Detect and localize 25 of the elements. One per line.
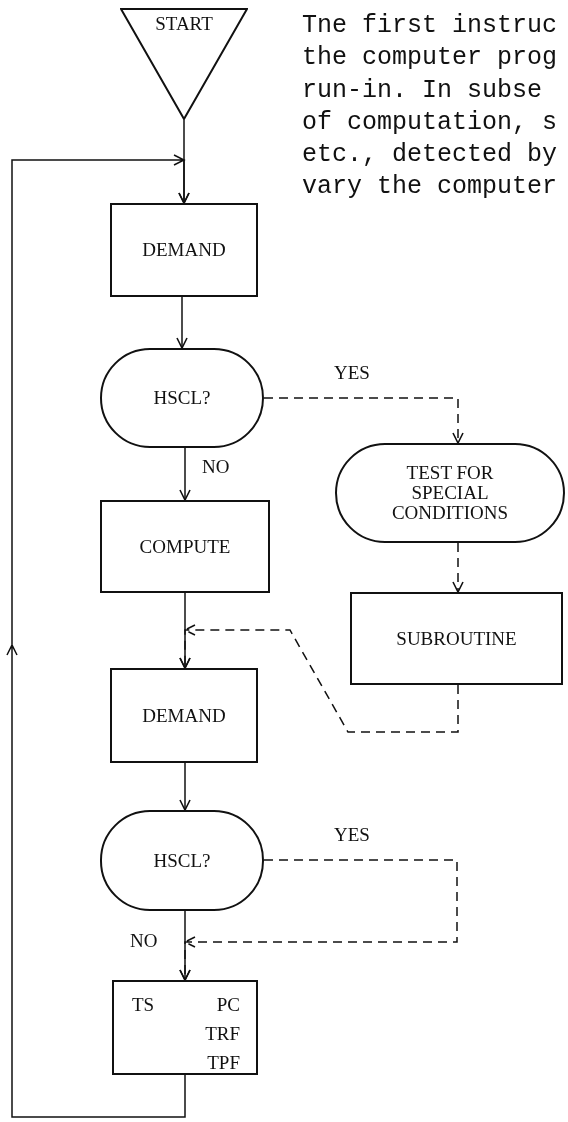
description-text: Tne first instruc the computer prog run-in. In subse of computation, s etc., detected by vary the computer [302,10,559,204]
node-text: COMPUTE [139,536,231,557]
node-text: SUBROUTINE [396,628,517,649]
arrow [179,624,459,733]
process-box [112,980,258,1075]
node-text: PC TRF TPF [205,993,240,1075]
arrow [179,762,191,811]
node-text: START [155,14,213,34]
arrow [263,397,464,444]
node-text: DEMAND [142,705,226,726]
node-text: DEMAND [142,240,226,260]
process-box [350,592,563,685]
arrow [6,154,190,1118]
arrow [176,296,188,349]
process-box [110,203,258,297]
arrow [179,859,458,981]
arrow [179,447,191,501]
process-box [110,668,258,763]
start-triangle [120,8,248,120]
arrow [452,542,464,593]
process-box [100,500,270,593]
node-text: TS [132,993,155,1017]
node-text: HSCL? [153,388,211,408]
node-text: TEST FOR SPECIAL CONDITIONS [390,463,510,523]
node-text: HSCL? [153,850,211,871]
